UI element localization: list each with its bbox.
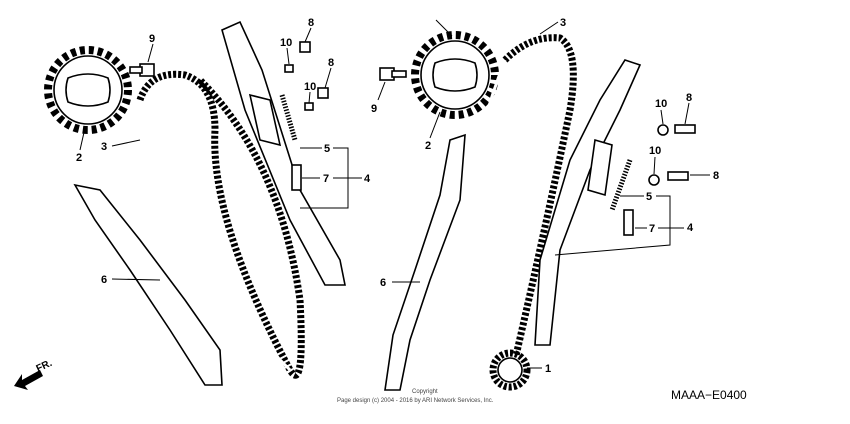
left-bolt[interactable]	[129, 63, 155, 77]
callout-10: 10	[649, 145, 661, 157]
callout-3: 3	[560, 17, 566, 29]
callout-3: 3	[101, 141, 107, 153]
right-chain-tensioner-arm[interactable]	[534, 59, 642, 346]
callout-10: 10	[280, 37, 292, 49]
callout-6: 6	[380, 277, 386, 289]
diagram-code: MAAA−E0400	[671, 388, 747, 402]
callout-9: 9	[149, 33, 155, 45]
left-cam-sprocket[interactable]	[44, 46, 132, 134]
left-pin[interactable]	[291, 164, 302, 191]
left-small-bolts[interactable]	[284, 41, 329, 111]
left-chain-tensioner-arm[interactable]	[221, 20, 346, 286]
callout-4: 4	[364, 173, 371, 185]
right-pin[interactable]	[623, 209, 634, 236]
copyright-line-1: Copyright	[412, 389, 438, 395]
right-cam-chain[interactable]	[457, 34, 577, 382]
front-direction-arrow: FR.	[14, 358, 54, 390]
left-chain-guide[interactable]	[73, 183, 223, 386]
callout-6: 6	[101, 274, 107, 286]
callout-7: 7	[649, 223, 655, 235]
callout-8: 8	[686, 92, 692, 104]
callout-1: 1	[545, 363, 551, 375]
callout-7: 7	[323, 173, 329, 185]
callout-8: 8	[308, 17, 314, 29]
left-callouts: 9 2 3 6 10 8 8 10 5 7 4	[76, 17, 371, 286]
callout-8: 8	[328, 57, 334, 69]
right-small-bolts[interactable]	[648, 124, 696, 186]
callout-10: 10	[655, 98, 667, 110]
left-spring[interactable]	[279, 94, 298, 141]
crank-sprocket[interactable]	[489, 349, 531, 391]
front-label: FR.	[35, 358, 54, 375]
callout-2: 2	[425, 140, 431, 152]
copyright-line-2: Page design (c) 2004 - 2016 by ARI Netwo…	[337, 398, 494, 404]
right-callouts: 3 9 2 10 8 10 8 5 7 4 6 1	[371, 17, 719, 375]
left-cam-chain[interactable]	[136, 70, 305, 379]
callout-5: 5	[324, 143, 330, 155]
callout-10: 10	[304, 81, 316, 93]
callout-9: 9	[371, 103, 377, 115]
right-chain-guide[interactable]	[384, 133, 466, 391]
arrow-icon	[14, 370, 43, 390]
leader-lines	[79, 19, 710, 369]
right-cam-sprocket[interactable]	[411, 31, 499, 119]
right-spring[interactable]	[609, 159, 633, 211]
callout-2: 2	[76, 152, 82, 164]
callout-4: 4	[687, 222, 694, 234]
right-bolt[interactable]	[379, 67, 407, 81]
callout-8: 8	[713, 170, 719, 182]
copyright-notice: Copyright Page design (c) 2004 - 2016 by…	[337, 389, 494, 404]
callout-5: 5	[646, 191, 652, 203]
